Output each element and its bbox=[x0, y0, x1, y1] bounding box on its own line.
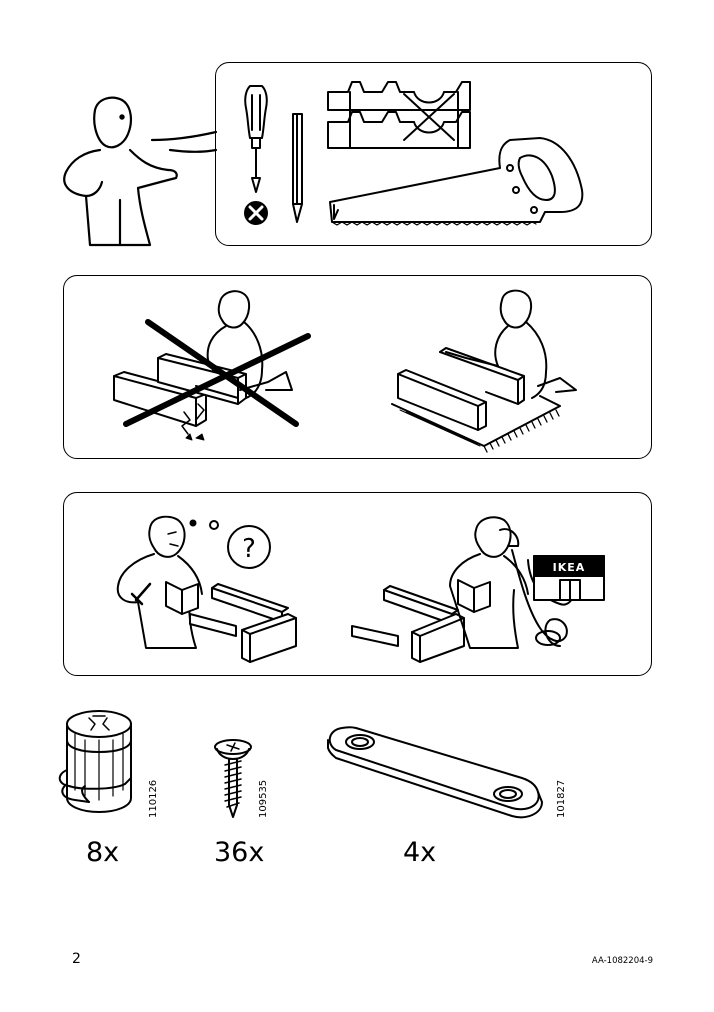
connector-plate-icon bbox=[327, 726, 543, 819]
wrong-surface-illustration bbox=[113, 290, 311, 441]
document-id: AA-1082204-9 bbox=[591, 956, 653, 966]
screw-code: 109535 bbox=[258, 779, 269, 818]
mitre-box-icon bbox=[327, 81, 471, 149]
confused-man-illustration: ? bbox=[116, 515, 297, 663]
pencil-icon bbox=[292, 113, 303, 223]
screw-quantity: 36x bbox=[214, 837, 265, 868]
tools-panel bbox=[215, 62, 652, 246]
handsaw-icon bbox=[329, 137, 584, 226]
cam-lock-icon bbox=[58, 710, 132, 813]
question-bubble bbox=[227, 525, 271, 569]
cam-lock-code: 110126 bbox=[148, 779, 159, 818]
calling-store-illustration: IKEA bbox=[351, 516, 605, 663]
cross-mark-icon bbox=[123, 319, 311, 427]
connector-plate-quantity: 4x bbox=[403, 837, 437, 868]
man-pointing-illustration bbox=[63, 96, 218, 247]
ikea-store-icon bbox=[533, 555, 605, 601]
no-sign-icon bbox=[244, 201, 268, 225]
screw-icon bbox=[214, 739, 252, 818]
connector-plate-code: 101827 bbox=[556, 779, 567, 818]
store-sign: IKEA bbox=[553, 561, 586, 574]
right-surface-illustration bbox=[391, 289, 577, 453]
page-number: 2 bbox=[72, 951, 81, 967]
cam-lock-quantity: 8x bbox=[86, 837, 120, 868]
tools-illustration bbox=[244, 81, 584, 226]
question-mark: ? bbox=[242, 534, 256, 564]
screwdriver-icon bbox=[244, 85, 268, 193]
